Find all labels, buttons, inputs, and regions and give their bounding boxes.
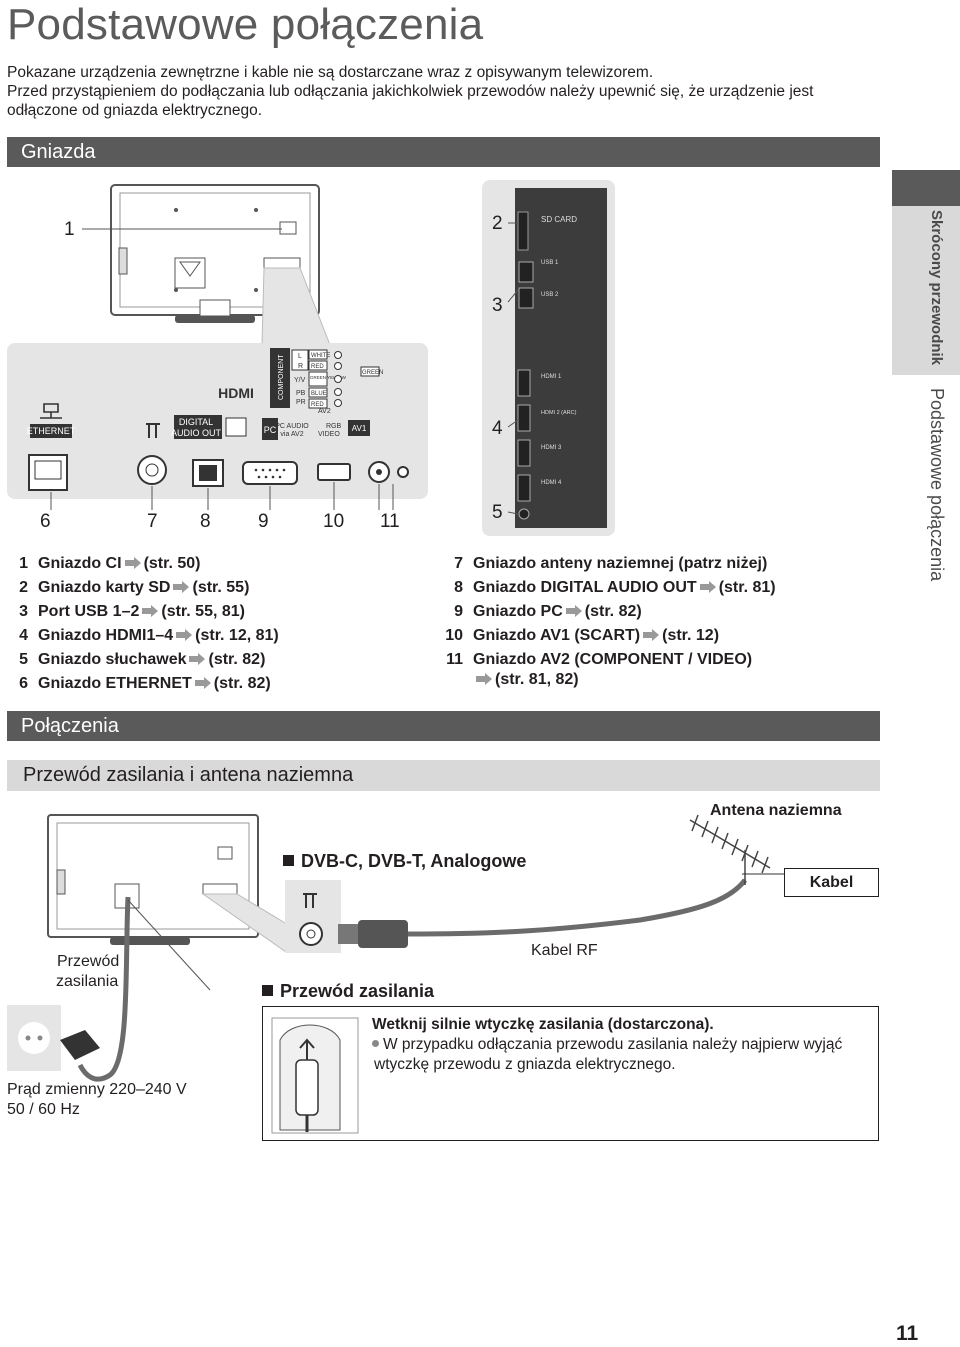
usb1-label: USB 1 [541,260,559,266]
callout-2: 2 [492,213,503,234]
arrow-right-icon [141,605,159,617]
pc-audio-label: PC AUDIO [275,423,309,430]
power-instruction-note: W przypadku odłączania przewodu zasilani… [372,1035,872,1055]
hdmi-logo: HDMI [218,385,254,401]
callout-11: 11 [380,511,400,532]
green-yellow-label: GREEN YELLOW [310,375,347,380]
arrow-right-icon [699,581,717,593]
via-av2-label: via AV2 [280,431,303,438]
side-tab-basic-connections: Podstawowe połączenia [927,388,947,582]
section-przewod-antena: Przewód zasilania i antena naziemna [7,760,880,791]
av2-label: AV2 [318,408,331,415]
callout-4: 4 [492,418,503,439]
video-label: VIDEO [318,431,340,438]
callout-7: 7 [147,511,158,532]
bottom-terminal-panel: ETHERNET DIGITAL AUDIO OUT PC PC AUDIO v… [7,343,428,510]
audio-out-label: AUDIO OUT [171,428,222,438]
power-instruction-bold: Wetknij silnie wtyczkę zasilania (dostar… [372,1016,714,1033]
hdmi2-label: HDMI 2 (ARC) [541,410,577,416]
pr-label: PR [296,399,306,406]
digital-label: DIGITAL [179,417,213,427]
callout-6: 6 [40,511,51,532]
red2-label: RED [311,402,324,408]
audio-l-label: L [298,353,302,360]
pb-label: PB [296,390,306,397]
callout-9: 9 [258,511,269,532]
pc-label: PC [264,425,277,435]
connection-illustration [7,814,784,1134]
av1-label: AV1 [352,424,367,433]
page-number: 11 [896,1322,919,1345]
tv-back-illustration [82,184,331,346]
power-cord-label: Przewód zasilania [56,953,120,990]
side-tab-marker [892,170,960,206]
ethernet-label: ETHERNET [27,426,76,436]
dvb-heading: DVB-C, DVB-T, Analogowe [283,851,526,872]
white-label: WHITE [311,353,330,359]
section-gniazda: Gniazda [7,137,880,167]
hdmi1-label: HDMI 1 [541,374,562,380]
arrow-right-icon [124,557,142,569]
side-tab-quick-guide: Skrócony przewodnik [928,210,945,366]
arrow-right-icon [172,581,190,593]
ac-label: Prąd zmienny 220–240 V 50 / 60 Hz [7,1081,187,1118]
intro-line-2: Przed przystąpieniem do podłączania lub … [7,83,814,119]
kabel-rf-label: Kabel RF [531,942,598,959]
hdmi4-label: HDMI 4 [541,480,562,486]
power-instructions: Wetknij silnie wtyczkę zasilania (dostar… [372,1015,872,1075]
section-polaczenia: Połączenia [7,711,880,741]
blue-label: BLUE [311,391,327,397]
legend-item-continued: (str. 81, 82) [437,671,776,695]
page-title: Podstawowe połączenia [7,0,484,49]
kabel-label: Kabel [784,868,879,897]
arrow-right-icon [194,677,212,689]
usb2-label: USB 2 [541,292,559,298]
callout-8: 8 [200,511,211,532]
antenna-label: Antena naziemna [710,802,842,819]
arrow-right-icon [475,673,493,685]
arrow-right-icon [565,605,583,617]
red-label: RED [311,364,324,370]
power-instructions-box [262,1006,879,1141]
bullet-icon [372,1040,379,1047]
component-label: COMPONENT [278,354,285,400]
square-bullet-icon [283,855,294,866]
arrow-right-icon [175,629,193,641]
green-label: GREEN [362,370,383,376]
hdmi3-label: HDMI 3 [541,445,562,451]
arrow-right-icon [188,653,206,665]
callout-1: 1 [64,219,75,240]
callout-3: 3 [492,295,503,316]
arrow-right-icon [642,629,660,641]
side-terminal-panel: SD CARD USB 1 USB 2 HDMI 1 HDMI 2 (ARC) … [482,180,615,536]
callout-10: 10 [323,511,345,532]
square-bullet-icon [262,985,273,996]
power-cord-heading: Przewód zasilania [262,981,434,1002]
rgb-label: RGB [326,423,342,430]
intro-text: Pokazane urządzenia zewnętrzne i kable n… [7,63,887,120]
yv-label: Y/V [294,377,306,384]
power-instruction-note-continued: wtyczkę przewodu z gniazda elektrycznego… [374,1056,676,1073]
side-tab-box [892,206,960,375]
intro-line-1: Pokazane urządzenia zewnętrzne i kable n… [7,64,654,81]
callout-5: 5 [492,502,503,523]
sd-card-label: SD CARD [541,215,577,224]
audio-r-label: R [298,363,303,370]
